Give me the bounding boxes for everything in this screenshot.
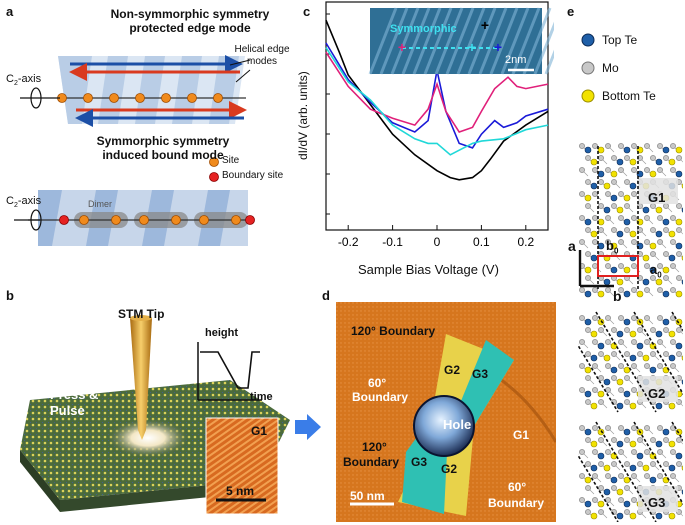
top-te-icon — [581, 33, 595, 47]
panel-e-lattice — [578, 143, 683, 522]
panel-d-label: d — [322, 288, 330, 303]
dimer-label: Dimer — [88, 199, 112, 209]
mo-icon — [581, 61, 595, 75]
height-label: height — [205, 327, 238, 339]
e-axis-a: a — [568, 238, 576, 254]
c-inset-scale: 2nm — [505, 54, 526, 66]
d-60-boundary-bot-1: 60° — [508, 480, 527, 494]
inset-scale-label: 5 nm — [226, 484, 255, 498]
panel-c-chart: -0.2 -0.1 0 0.1 0.2 + + + + Symmorphic 2nm — [325, 1, 554, 249]
legend-site-marker — [209, 157, 219, 167]
panel-b-illustration — [20, 315, 290, 515]
panel-c-label: c — [303, 4, 311, 19]
c2-axis-label-top: C2-axis — [6, 73, 42, 88]
c-stm-inset: + + + + Symmorphic 2nm — [368, 7, 554, 75]
upper-ribbon — [58, 56, 245, 124]
e-axis-b: b — [613, 288, 622, 304]
unit-cell-box — [597, 255, 639, 277]
rotation-axis-top-icon — [30, 87, 42, 109]
panel-e-label: e — [567, 4, 575, 19]
panel-a-label: a — [6, 4, 14, 19]
a-helical-label-2: modes — [246, 56, 277, 67]
e-g3-label: G3 — [648, 495, 666, 510]
d-60-boundary-2: Boundary — [352, 390, 409, 404]
c-xtick-label: -0.2 — [338, 235, 359, 249]
inset-g1-label: G1 — [251, 424, 268, 438]
bottom-te-icon — [581, 89, 595, 103]
d-scale-label: 50 nm — [350, 489, 385, 503]
c2-axis-label-bottom: C2-axis — [6, 195, 42, 210]
panel-b-label: b — [6, 288, 14, 303]
pulse-crater — [106, 418, 190, 458]
d-g1-label: G1 — [513, 428, 530, 442]
e-g2-label: G2 — [648, 386, 666, 401]
upper-site-row — [57, 93, 223, 103]
a-bottom-title-2: induced bound mode — [102, 148, 224, 162]
g1-stm-inset — [205, 417, 279, 515]
c-xtick-label: -0.1 — [382, 235, 403, 249]
d-120-boundary-top: 120° Boundary — [351, 324, 436, 338]
d-g3-bottom: G3 — [411, 455, 428, 469]
c-xtick-label: 0 — [434, 235, 441, 249]
hole-region — [413, 395, 475, 457]
c-xtick-label: 0.2 — [517, 235, 534, 249]
d-60-boundary-1: 60° — [368, 376, 387, 390]
d-g2-bottom: G2 — [441, 462, 458, 476]
svg-text:+: + — [468, 39, 476, 55]
panel-a-diagram — [14, 55, 255, 246]
d-hole-label: Hole — [443, 417, 472, 432]
legend-top-te: Top Te — [602, 33, 638, 47]
c-ylabel: dI/dV (arb. units) — [296, 71, 310, 160]
a-top-title-2: protected edge mode — [129, 21, 251, 35]
press-label-2: Pulse — [50, 403, 85, 418]
c-series-line-0 — [325, 19, 549, 181]
right-arrow-icon — [295, 414, 321, 440]
legend-site: Site — [222, 155, 240, 166]
legend-boundary-marker — [209, 172, 219, 182]
d-120-boundary-bot-1: 120° — [362, 440, 387, 454]
time-label: time — [250, 391, 273, 403]
c-inset-label: Symmorphic — [390, 23, 457, 35]
legend-boundary-site: Boundary site — [222, 170, 284, 181]
lower-site-row — [59, 215, 255, 225]
d-g2-top: G2 — [444, 363, 461, 377]
height-time-graph — [197, 342, 262, 401]
e-b0-label: b0 — [606, 238, 619, 256]
press-label-1: Press & — [50, 387, 99, 402]
svg-text:+: + — [494, 39, 502, 55]
d-g3-top: G3 — [472, 367, 489, 381]
svg-text:+: + — [481, 17, 489, 33]
e-legend-markers — [581, 33, 595, 103]
c-xtick-label: 0.1 — [473, 235, 490, 249]
stm-tip-icon — [130, 318, 152, 440]
legend-mo: Mo — [602, 61, 619, 75]
d-60-boundary-bot-2: Boundary — [488, 496, 545, 510]
e-g1-label: G1 — [648, 190, 666, 205]
d-120-boundary-bot-2: Boundary — [343, 455, 400, 469]
a-bottom-title-1: Symmorphic symmetry — [96, 134, 230, 148]
stm-tip-label: STM Tip — [118, 307, 165, 321]
e-a0-label: a0 — [650, 262, 662, 280]
c-series-line-3 — [325, 47, 549, 156]
panel-d-afm-image — [336, 302, 556, 522]
svg-text:+: + — [398, 39, 406, 55]
legend-bottom-te: Bottom Te — [602, 89, 656, 103]
a-helical-label-1: Helical edge — [234, 44, 290, 55]
c-xlabel: Sample Bias Voltage (V) — [358, 262, 499, 277]
a-top-title-1: Non-symmorphic symmetry — [110, 7, 270, 21]
g3-grain-top — [454, 340, 514, 426]
